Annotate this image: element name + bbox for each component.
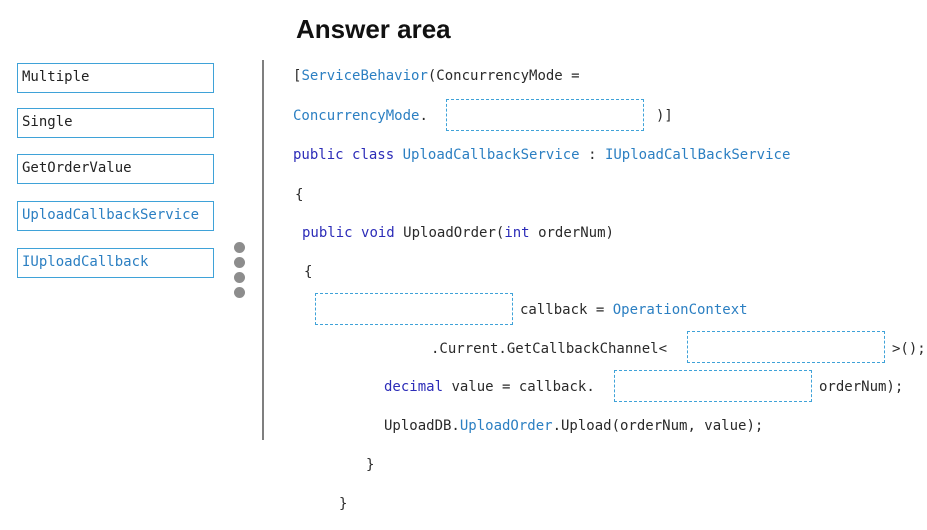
drop-target-callback-channel-type[interactable] [687,331,885,363]
code-line-4: { [295,187,304,203]
option-getordervalue[interactable]: GetOrderValue [17,154,214,184]
code-line-7: callback = OperationContext [520,302,748,318]
code-line-9: decimal value = callback. [384,379,595,395]
code-line-11: } [366,457,375,473]
code-line-2: ConcurrencyMode. [293,108,428,124]
code-line-5: public void UploadOrder(int orderNum) [302,225,614,241]
drop-target-concurrency-mode[interactable] [446,99,644,131]
code-line-12: } [339,496,348,512]
code-line-8: .Current.GetCallbackChannel< [431,341,668,357]
option-multiple[interactable]: Multiple [17,63,214,93]
divider [262,60,264,440]
code-line-2-close: )] [656,108,673,124]
code-line-10: UploadDB.UploadOrder.Upload(orderNum, va… [384,418,764,434]
drop-target-callback-method[interactable] [614,370,812,402]
code-line-3: public class UploadCallbackService : IUp… [293,147,791,163]
code-line-9-close: orderNum); [819,379,904,395]
option-single[interactable]: Single [17,108,214,138]
option-uploadcallbackservice[interactable]: UploadCallbackService [17,201,214,231]
code-line-6: { [304,264,313,280]
option-iuploadcallback[interactable]: IUploadCallback [17,248,214,278]
code-line-8-close: >(); [892,341,926,357]
code-line-1: [ServiceBehavior(ConcurrencyMode = [293,68,580,84]
answer-area-title: Answer area [296,14,451,44]
drag-handle-icon[interactable] [234,242,246,302]
drop-target-callback-type[interactable] [315,293,513,325]
